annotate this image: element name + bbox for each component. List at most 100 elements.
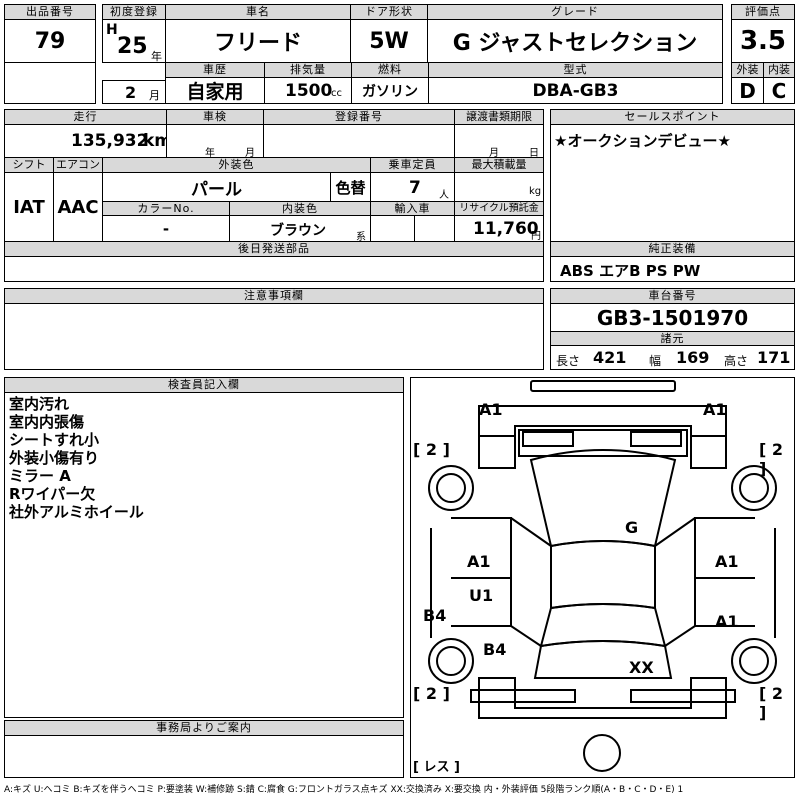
spec-box: 長さ 421 幅 169 高さ 171 [550, 345, 795, 370]
ac-label: エアコン [53, 157, 103, 173]
left-pillar-shape [510, 517, 552, 647]
wheel-front-left-hub-shape [436, 473, 466, 503]
mark-left-front-door: A1 [467, 552, 491, 571]
front-bumper-shape [530, 380, 676, 392]
first-registration-year: H 25 年 [102, 19, 166, 63]
windshield-shape [529, 449, 677, 548]
history: 自家用 [165, 77, 265, 104]
inspection-cell: 年 月 [166, 124, 264, 158]
ac: AAC [53, 172, 103, 242]
wheel-front-right-hub-shape [739, 473, 769, 503]
recycle-deposit: 11,760 [473, 219, 539, 239]
doc-day-unit: 日 [529, 148, 539, 158]
equipment-text: ABS エアB PS PW [560, 262, 701, 280]
interior-label: 内装 [763, 62, 795, 78]
mark-left-sill: B4 [423, 606, 447, 625]
max-load-unit: kg [529, 186, 542, 197]
first-registration-month: 2 月 [102, 80, 166, 104]
color-number: - [102, 215, 230, 242]
mark-rear-glass: XX [629, 658, 654, 677]
inspector-notes-box: 室内汚れ 室内内張傷 シートすれ小 外装小傷有り ミラー A Rワイパー欠 社外… [4, 392, 404, 718]
grade: G ジャストセレクション [427, 19, 723, 63]
lot-blank [4, 62, 96, 104]
first-registration-label: 初度登録 [102, 4, 166, 20]
door-type: 5W [350, 19, 428, 63]
tailgate-shape [533, 640, 673, 679]
fuel: ガソリン [351, 77, 429, 104]
recycle-deposit-cell: 11,760 円 [454, 215, 544, 242]
capacity: 7 [409, 178, 421, 198]
transfer-doc-deadline: 月 日 [454, 124, 544, 158]
hood-shape [518, 429, 688, 457]
height-label: 高さ [724, 354, 749, 368]
displacement-cell: 1500 cc [264, 77, 352, 104]
mark-front-right: A1 [703, 400, 727, 419]
transfer-doc-deadline-label: 譲渡書類期限 [454, 109, 544, 125]
wheel-front-left-shape [428, 465, 474, 511]
equipment-label: 純正装備 [550, 241, 795, 257]
left-rear-door-shape [451, 577, 512, 627]
length: 421 [593, 348, 627, 367]
interior-color-cell: ブラウン 系 [229, 215, 371, 242]
inspector-note: ミラー A [9, 467, 71, 485]
score-label: 評価点 [731, 4, 795, 20]
rear-glass-shape [539, 603, 667, 648]
exterior-color: パール [102, 172, 331, 202]
headlight-left-shape [522, 431, 574, 447]
mark-left-rear-door: U1 [469, 586, 494, 605]
displacement: 1500 [285, 81, 333, 101]
roof-shape [550, 540, 656, 610]
fuel-label: 燃料 [351, 62, 429, 78]
damage-diagram: A1 A1 [ 2 ] [ 2 ] G A1 A1 U1 B4 A1 B4 XX… [410, 377, 795, 778]
sales-point-text: ★オークションデビュー★ [554, 132, 731, 150]
max-load-label: 最大積載量 [454, 157, 544, 173]
model-label: 型式 [428, 62, 723, 78]
max-load-cell: kg [454, 172, 544, 202]
mark-left-rear: B4 [483, 640, 507, 659]
mileage-unit: km [143, 131, 166, 151]
mark-tire-rear-left: [ 2 ] [413, 684, 450, 703]
mark-right-rear-door: A1 [715, 612, 739, 631]
model: DBA-GB3 [428, 77, 723, 104]
mark-tire-front-right: [ 2 ] [759, 440, 784, 478]
month-unit: 月 [149, 89, 160, 102]
capacity-cell: 7 人 [370, 172, 455, 202]
damage-legend: A:キズ U:ヘコミ B:キズを伴うヘコミ P:要塗装 W:補修跡 S:錆 C:… [4, 785, 684, 795]
wheel-front-right-shape [731, 465, 777, 511]
capacity-unit: 人 [439, 190, 449, 201]
mark-roof: G [625, 518, 639, 537]
sales-point-box: ★オークションデビュー★ [550, 124, 795, 242]
history-label: 車歴 [165, 62, 265, 78]
sales-point-label: セールスポイント [550, 109, 795, 125]
car-name-label: 車名 [165, 4, 351, 20]
mark-spare: [ レス ] [413, 760, 460, 775]
left-fender-shape [478, 436, 516, 469]
caution-label: 注意事項欄 [4, 288, 544, 304]
mark-right-front-door: A1 [715, 552, 739, 571]
mileage-cell: 135,932 km [4, 124, 167, 158]
lot-number: 79 [4, 19, 96, 63]
rear-panel-shape [478, 677, 727, 719]
inspector-note: 外装小傷有り [9, 449, 100, 467]
mark-front-left: A1 [479, 400, 503, 419]
inspector-note: 室内汚れ [9, 395, 70, 413]
interior-color-unit: 系 [356, 232, 366, 242]
shift: IAT [4, 172, 54, 242]
year-unit: 年 [151, 50, 162, 63]
caution-box [4, 303, 544, 370]
lot-number-label: 出品番号 [4, 4, 96, 20]
chassis-number-label: 車台番号 [550, 288, 795, 304]
color-number-label: カラーNo. [102, 201, 230, 216]
inspector-note: シートすれ小 [9, 431, 100, 449]
wheel-rear-right-shape [731, 638, 777, 684]
right-pillar-shape [654, 517, 696, 647]
spec-label: 諸元 [550, 331, 795, 346]
shift-label: シフト [4, 157, 54, 173]
spare-tire-shape [583, 734, 621, 772]
later-parts [4, 256, 544, 282]
capacity-label: 乗車定員 [370, 157, 455, 173]
import-label: 輸入車 [370, 201, 455, 216]
score: 3.5 [731, 19, 795, 63]
chassis-number: GB3-1501970 [550, 303, 795, 332]
equipment-box: ABS エアB PS PW [550, 256, 795, 282]
